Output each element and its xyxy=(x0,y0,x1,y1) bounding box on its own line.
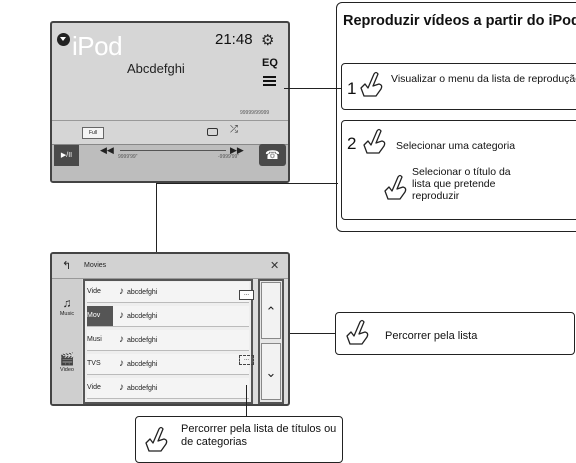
step-2-text-b: Selecionar o título da lista que pretend… xyxy=(412,166,511,202)
settings-gear-icon[interactable]: ⚙ xyxy=(261,32,275,49)
music-note-icon: ♪ xyxy=(119,286,124,297)
step-1-text: Visualizar o menu da lista de reprodução xyxy=(391,73,576,85)
row-name: abcdefghi xyxy=(127,313,158,320)
row-category: TVS xyxy=(87,360,101,367)
connector-line xyxy=(284,88,341,89)
instruction-title: Reproduzir vídeos a partir do iPod xyxy=(343,13,576,29)
row-category: Vide xyxy=(87,288,101,295)
list-item[interactable]: TVS ♪abcdefghi xyxy=(87,354,249,375)
time-remaining: -9999'99" xyxy=(218,154,240,160)
list-item[interactable]: Vide ♪abcdefghi xyxy=(87,282,249,303)
list-item[interactable]: Musi ♪abcdefghi xyxy=(87,330,249,351)
list-item[interactable]: Mov ♪abcdefghi xyxy=(87,306,249,327)
eq-button[interactable]: EQ xyxy=(262,57,278,69)
connector-line xyxy=(246,385,247,416)
category-label: Music xyxy=(59,311,75,317)
list-header-title: Movies xyxy=(84,262,107,269)
shuffle-icon[interactable]: ⤮ xyxy=(230,124,238,135)
video-icon: 🎬 xyxy=(59,352,75,366)
title-scroll-callout-text: Percorrer pela lista de títulos ou de ca… xyxy=(181,423,337,448)
next-icon[interactable]: ▶▶ xyxy=(230,145,244,155)
track-count: 99999/99999 xyxy=(240,110,270,116)
category-label: Video xyxy=(60,367,74,373)
row-name-wrap: ♪abcdefghi xyxy=(119,378,157,398)
repeat-icon[interactable] xyxy=(207,128,218,136)
step-2-text-a: Selecionar uma categoria xyxy=(396,140,516,152)
touch-hand-icon xyxy=(360,71,383,97)
full-screen-button[interactable]: Full xyxy=(82,127,104,139)
more-button[interactable]: ... xyxy=(239,290,254,300)
touch-hand-icon xyxy=(346,319,369,345)
phone-icon[interactable]: ☎ xyxy=(259,144,286,166)
row-category: Musi xyxy=(87,336,102,343)
play-pause-button[interactable]: ▶/II xyxy=(54,145,79,166)
row-name-wrap: ♪abcdefghi xyxy=(119,306,157,326)
source-dropdown-button[interactable] xyxy=(57,33,70,46)
row-name-wrap: ♪abcdefghi xyxy=(119,282,157,302)
category-sidebar xyxy=(52,279,82,404)
playlist-list[interactable]: Vide ♪abcdefghi Mov ♪abcdefghi Musi ♪abc… xyxy=(83,279,253,404)
touch-hand-icon xyxy=(384,174,407,200)
music-icon: ♫ xyxy=(62,296,72,310)
source-label: iPod xyxy=(72,31,123,61)
instruction-box xyxy=(336,2,576,232)
playlist-screen: ↰ Movies ✕ ♫ Music 🎬 Video Vide ♪abcdefg… xyxy=(50,252,290,406)
connector-line xyxy=(156,183,338,184)
playlist-menu-icon[interactable] xyxy=(263,76,276,87)
step-1-number: 1 xyxy=(347,79,357,98)
back-icon[interactable]: ↰ xyxy=(62,260,72,272)
scroll-down-button[interactable]: ⌄ xyxy=(261,343,281,400)
step-2-number: 2 xyxy=(347,134,357,153)
touch-hand-icon xyxy=(363,128,386,154)
row-name: abcdefghi xyxy=(127,289,158,296)
row-category: Mov xyxy=(87,306,113,326)
clock: 21:48 xyxy=(215,31,253,48)
progress-bar[interactable] xyxy=(120,150,226,151)
music-note-icon: ♪ xyxy=(119,334,124,345)
row-name: abcdefghi xyxy=(127,337,158,344)
divider xyxy=(52,120,288,121)
row-name: abcdefghi xyxy=(127,385,158,392)
scroll-callout-box xyxy=(335,312,575,355)
step-2-box xyxy=(341,120,576,220)
scroll-up-button[interactable]: ⌃ xyxy=(261,282,281,339)
track-title: Abcdefghi xyxy=(127,61,185,76)
time-elapsed: 9999'99" xyxy=(118,154,138,160)
row-name-wrap: ♪abcdefghi xyxy=(119,330,157,350)
category-video[interactable]: 🎬 Video xyxy=(52,352,82,373)
previous-icon[interactable]: ◀◀ xyxy=(100,145,114,155)
title-scroll-callout-box xyxy=(135,416,343,463)
scroll-callout-text: Percorrer pela lista xyxy=(385,330,478,342)
ipod-playback-screen: iPod Abcdefghi 21:48 ⚙ EQ 99999/99999 Fu… xyxy=(50,21,290,183)
music-note-icon: ♪ xyxy=(119,382,124,393)
list-header xyxy=(52,254,288,279)
row-category: Vide xyxy=(87,384,101,391)
connector-line xyxy=(290,333,335,334)
close-icon[interactable]: ✕ xyxy=(270,260,280,272)
row-name-wrap: ♪abcdefghi xyxy=(119,354,157,374)
row-name: abcdefghi xyxy=(127,361,158,368)
more-button[interactable]: ... xyxy=(239,355,254,365)
category-music[interactable]: ♫ Music xyxy=(52,296,82,317)
music-note-icon: ♪ xyxy=(119,310,124,321)
touch-hand-icon xyxy=(145,426,168,452)
music-note-icon: ♪ xyxy=(119,358,124,369)
list-item[interactable]: Vide ♪abcdefghi xyxy=(87,378,249,399)
connector-line xyxy=(156,183,157,252)
step-1-box xyxy=(341,63,576,110)
